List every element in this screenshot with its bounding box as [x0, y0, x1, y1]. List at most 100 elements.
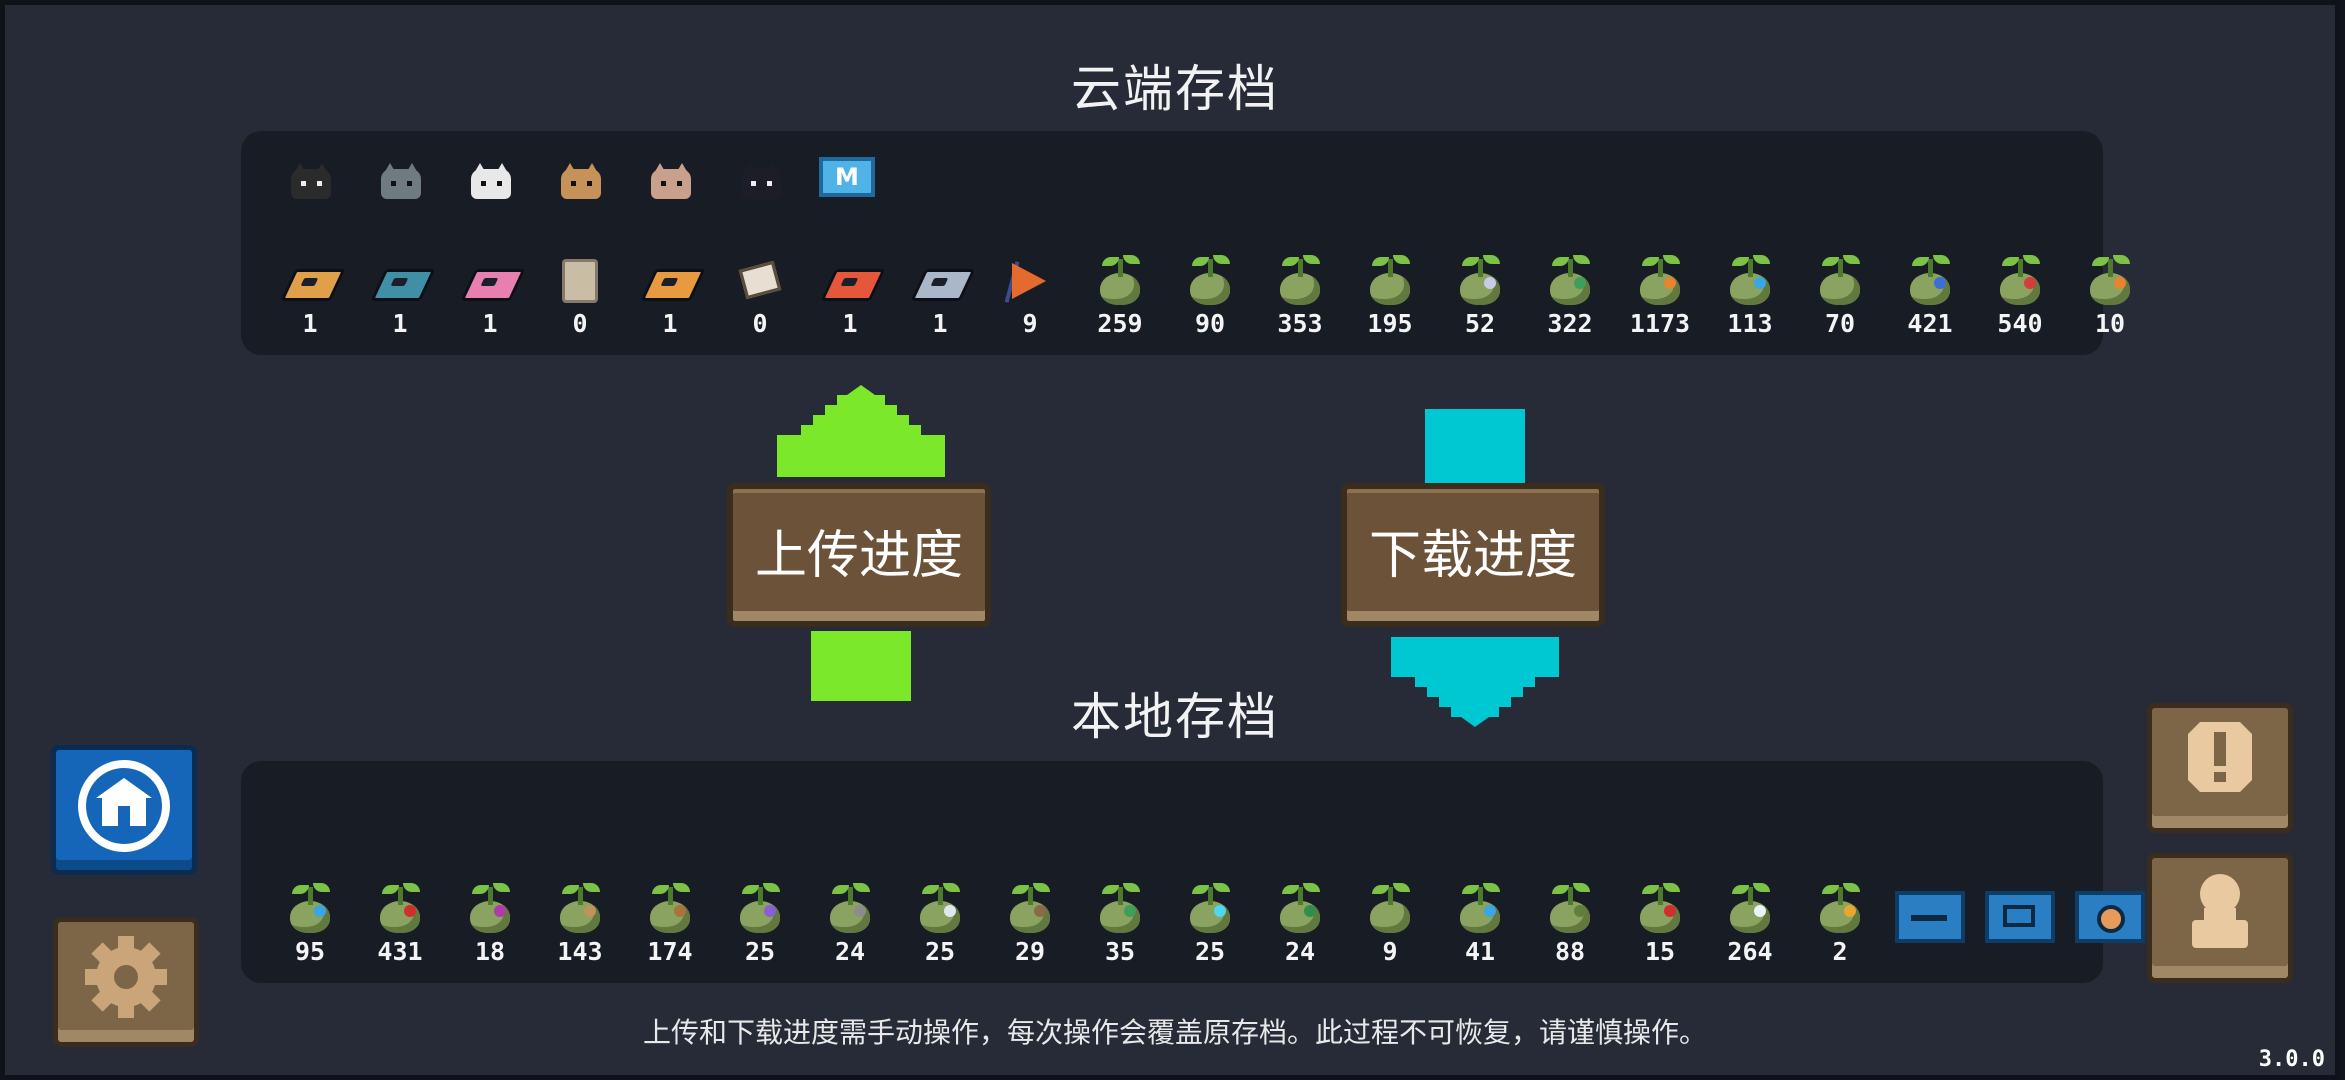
item-slot[interactable]: 143 — [535, 883, 625, 967]
item-count: 143 — [557, 937, 603, 966]
item-slot[interactable]: 70 — [1795, 255, 1885, 339]
item-count: 353 — [1277, 309, 1323, 338]
item-slot[interactable]: 1 — [265, 255, 355, 339]
sprout-seed-icon — [1364, 883, 1416, 935]
item-slot[interactable]: 540 — [1975, 255, 2065, 339]
item-slot[interactable]: 88 — [1525, 883, 1615, 967]
sprout-seed-icon — [1994, 255, 2046, 307]
item-slot[interactable]: 24 — [805, 883, 895, 967]
item-slot[interactable]: 113 — [1705, 255, 1795, 339]
item-count: 25 — [744, 937, 776, 966]
rainbow-tile-icon — [640, 255, 706, 307]
gray-cat-icon[interactable] — [355, 151, 445, 203]
item-count: 70 — [1824, 309, 1856, 338]
item-count: 24 — [834, 937, 866, 966]
item-slot[interactable]: 0 — [535, 255, 625, 339]
sprout-seed-icon — [1634, 883, 1686, 935]
sprout-seed-icon — [1094, 883, 1146, 935]
sprout-seed-icon — [914, 883, 966, 935]
settings-button[interactable] — [53, 917, 199, 1047]
sprout-seed-icon — [644, 883, 696, 935]
item-count: 18 — [474, 937, 506, 966]
item-slot[interactable]: 1 — [625, 255, 715, 339]
item-count: 322 — [1547, 309, 1593, 338]
community-icon — [78, 760, 170, 852]
item-slot[interactable]: 41 — [1435, 883, 1525, 967]
item-slot[interactable]: 322 — [1525, 255, 1615, 339]
sprout-seed-icon — [1724, 255, 1776, 307]
item-slot[interactable]: 25 — [1165, 883, 1255, 967]
item-count: 1 — [842, 309, 858, 338]
item-slot[interactable]: 52 — [1435, 255, 1525, 339]
item-slot[interactable]: 2 — [1795, 883, 1885, 967]
item-count: 52 — [1464, 309, 1496, 338]
item-slot[interactable]: 15 — [1615, 883, 1705, 967]
sprout-seed-icon — [374, 883, 426, 935]
item-slot[interactable]: 195 — [1345, 255, 1435, 339]
pig-icon[interactable] — [625, 151, 715, 203]
person-icon — [2192, 874, 2248, 948]
item-slot[interactable]: 25 — [895, 883, 985, 967]
item-slot[interactable]: 264 — [1705, 883, 1795, 967]
upload-progress-button[interactable]: 上传进度 — [727, 483, 991, 627]
item-slot[interactable]: 9 — [985, 255, 1075, 339]
sprout-seed-icon — [1274, 883, 1326, 935]
sprout-seed-icon — [464, 883, 516, 935]
item-slot[interactable]: 421 — [1885, 255, 1975, 339]
sprout-seed-icon — [1364, 255, 1416, 307]
cloud-save-title: 云端存档 — [1071, 60, 1279, 118]
sprout-seed-icon — [1544, 255, 1596, 307]
item-count: 9 — [1022, 309, 1038, 338]
tan-dog-icon[interactable] — [535, 151, 625, 203]
item-slot[interactable]: 95 — [265, 883, 355, 967]
sprout-seed-icon — [1454, 255, 1506, 307]
item-slot[interactable]: 10 — [2065, 255, 2155, 339]
item-slot[interactable]: 1 — [355, 255, 445, 339]
item-count: 264 — [1727, 937, 1773, 966]
item-slot[interactable] — [1885, 883, 1975, 967]
item-count: 90 — [1194, 309, 1226, 338]
item-count: 174 — [647, 937, 693, 966]
community-button[interactable] — [51, 745, 197, 875]
sprout-seed-icon — [1814, 883, 1866, 935]
item-slot[interactable]: 18 — [445, 883, 535, 967]
sprout-seed-icon — [1544, 883, 1596, 935]
item-slot[interactable] — [1975, 883, 2065, 967]
item-slot[interactable]: 90 — [1165, 255, 1255, 339]
item-slot[interactable]: 25 — [715, 883, 805, 967]
item-slot[interactable]: 431 — [355, 883, 445, 967]
item-count: 9 — [1382, 937, 1398, 966]
item-slot[interactable]: 24 — [1255, 883, 1345, 967]
item-slot[interactable]: 1 — [895, 255, 985, 339]
item-count: 2 — [1832, 937, 1848, 966]
download-progress-button[interactable]: 下载进度 — [1341, 483, 1605, 627]
white-cat-icon[interactable] — [445, 151, 535, 203]
item-slot[interactable]: 353 — [1255, 255, 1345, 339]
notice-button[interactable] — [2147, 703, 2293, 833]
round-tile-icon — [2075, 891, 2145, 943]
item-slot[interactable]: 174 — [625, 883, 715, 967]
warning-notice: 上传和下载进度需手动操作，每次操作会覆盖原存档。此过程不可恢复，请谨慎操作。 — [642, 1016, 1707, 1049]
black-cat-with-hat-icon[interactable] — [715, 151, 805, 203]
item-count: 10 — [2094, 309, 2126, 338]
sprout-seed-icon — [554, 883, 606, 935]
item-slot[interactable] — [2065, 883, 2155, 967]
m-badge-icon[interactable]: M — [805, 151, 895, 203]
item-slot[interactable]: 1173 — [1615, 255, 1705, 339]
item-slot[interactable]: 35 — [1075, 883, 1165, 967]
item-slot[interactable]: 1 — [445, 255, 535, 339]
item-slot[interactable]: 0 — [715, 255, 805, 339]
item-count: 25 — [924, 937, 956, 966]
download-arrow-icon — [1391, 409, 1559, 727]
item-slot[interactable]: 259 — [1075, 255, 1165, 339]
item-slot[interactable]: 29 — [985, 883, 1075, 967]
item-slot[interactable]: 1 — [805, 255, 895, 339]
item-count: 35 — [1104, 937, 1136, 966]
item-slot[interactable]: 9 — [1345, 883, 1435, 967]
profile-button[interactable] — [2147, 853, 2293, 983]
version-label: 3.0.0 — [2258, 1047, 2325, 1072]
black-white-cat-icon[interactable] — [265, 151, 355, 203]
item-count: 1 — [482, 309, 498, 338]
